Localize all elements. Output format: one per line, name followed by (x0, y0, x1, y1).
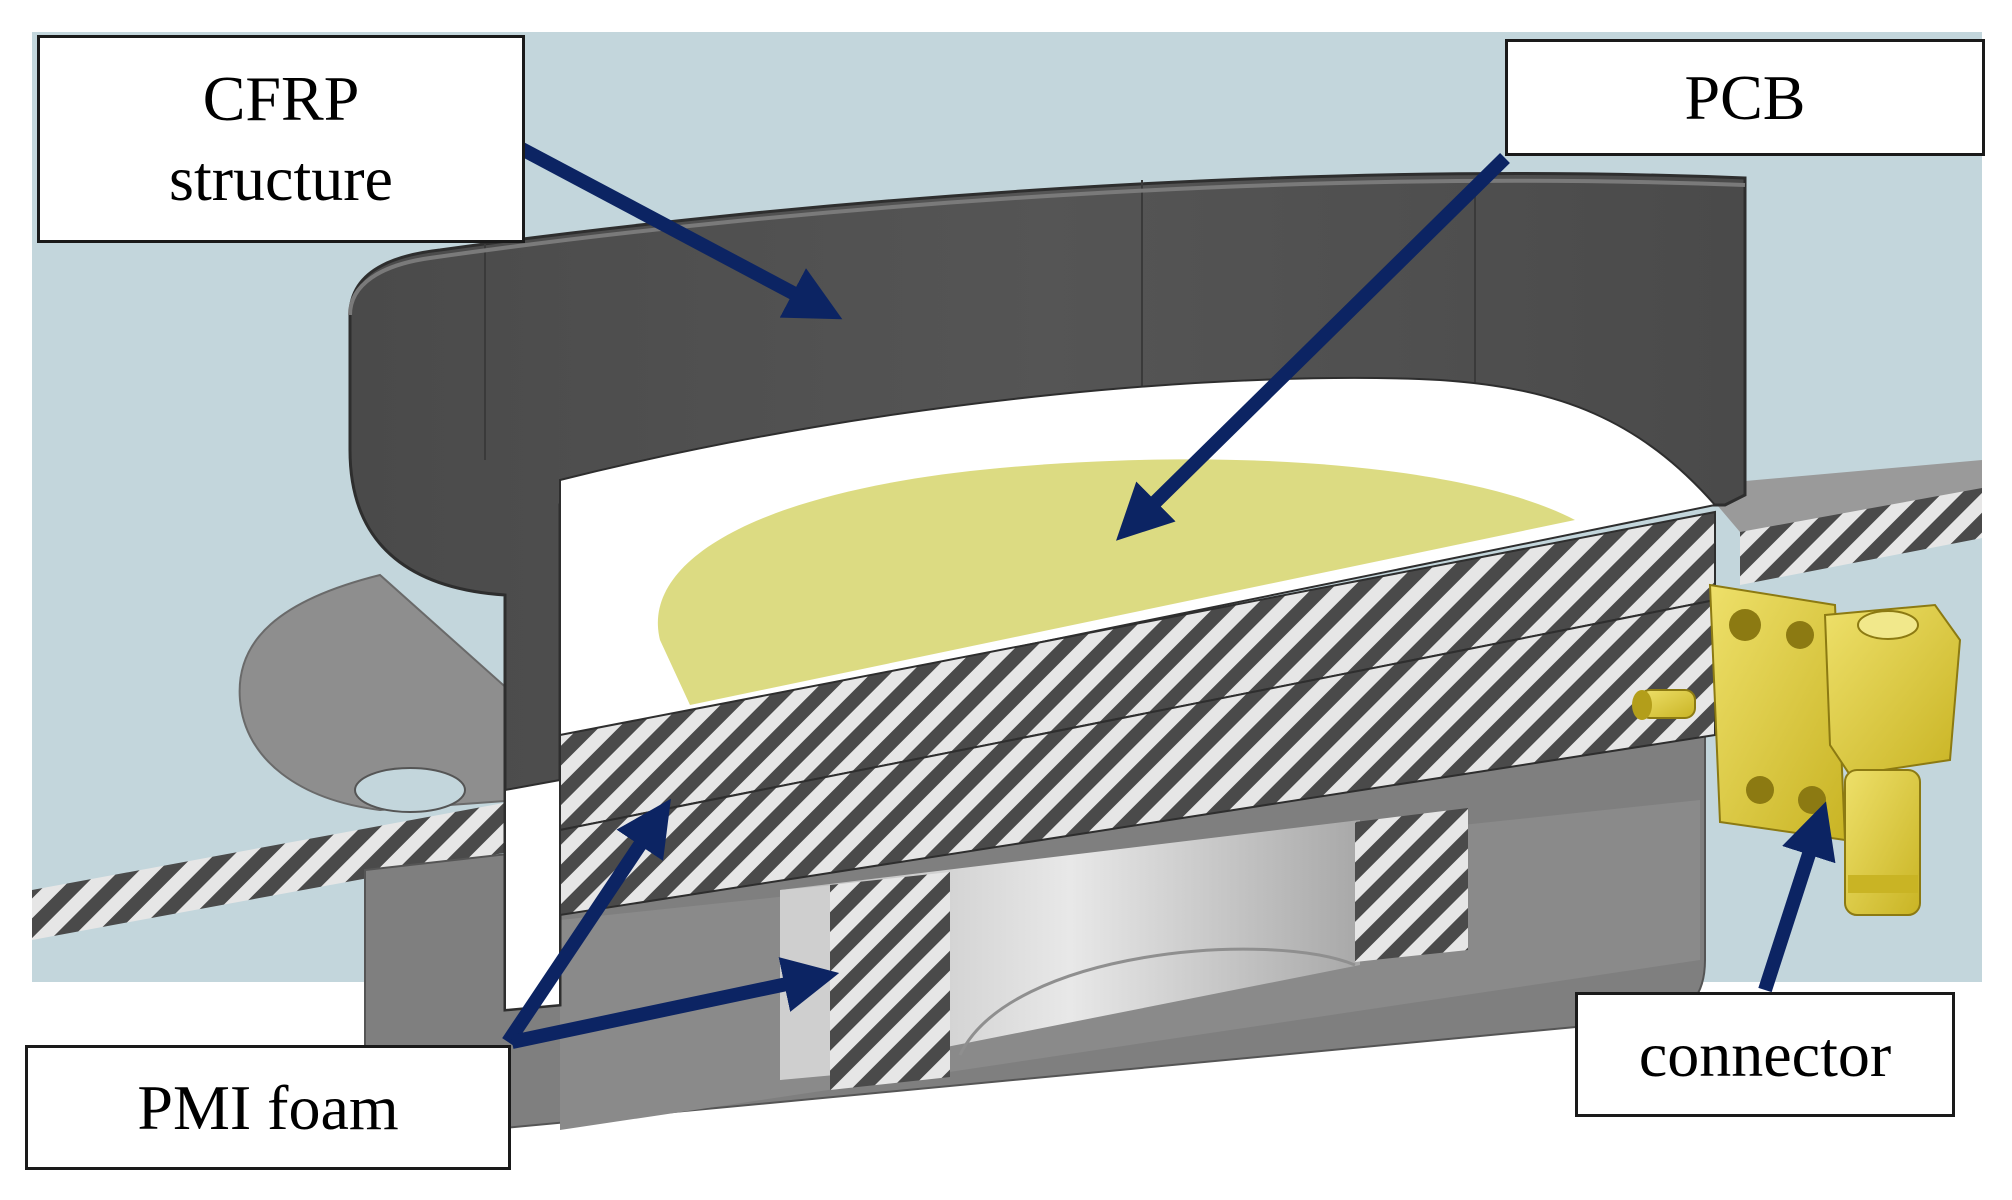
bore-curve (958, 947, 1356, 1056)
label-cfrp-line1: CFRP (202, 63, 360, 134)
cfrp-flange-left (238, 573, 521, 812)
label-connector: connector (1575, 992, 1955, 1117)
label-foam-text: PMI foam (137, 1071, 399, 1143)
arrow-cfrp (516, 141, 843, 320)
plate-section-left (32, 800, 520, 940)
label-connector-text: connector (1638, 1018, 1892, 1090)
flange-hole (354, 767, 466, 813)
foam-pillar-left (830, 872, 950, 1090)
arrow-connector (1758, 801, 1836, 993)
cfrp-wall-cut-left (504, 778, 561, 1012)
label-pcb-text: PCB (1684, 61, 1806, 133)
connector-part (1632, 583, 1962, 916)
arrow-foam-upper (502, 798, 671, 1046)
arrow-pcb (1116, 153, 1510, 541)
label-pmi-foam: PMI foam (25, 1045, 511, 1170)
arrow-foam-lower (510, 957, 840, 1049)
wall-rim (348, 178, 1746, 316)
label-pcb: PCB (1505, 39, 1985, 156)
pcb-disc (657, 459, 1575, 705)
plate-section-right (1740, 485, 1982, 585)
foam-pillar-right (1355, 808, 1468, 962)
plate-edge-right (1700, 460, 1982, 532)
label-cfrp-structure: CFRP structure (37, 35, 525, 243)
label-cfrp-line2: structure (169, 143, 393, 214)
